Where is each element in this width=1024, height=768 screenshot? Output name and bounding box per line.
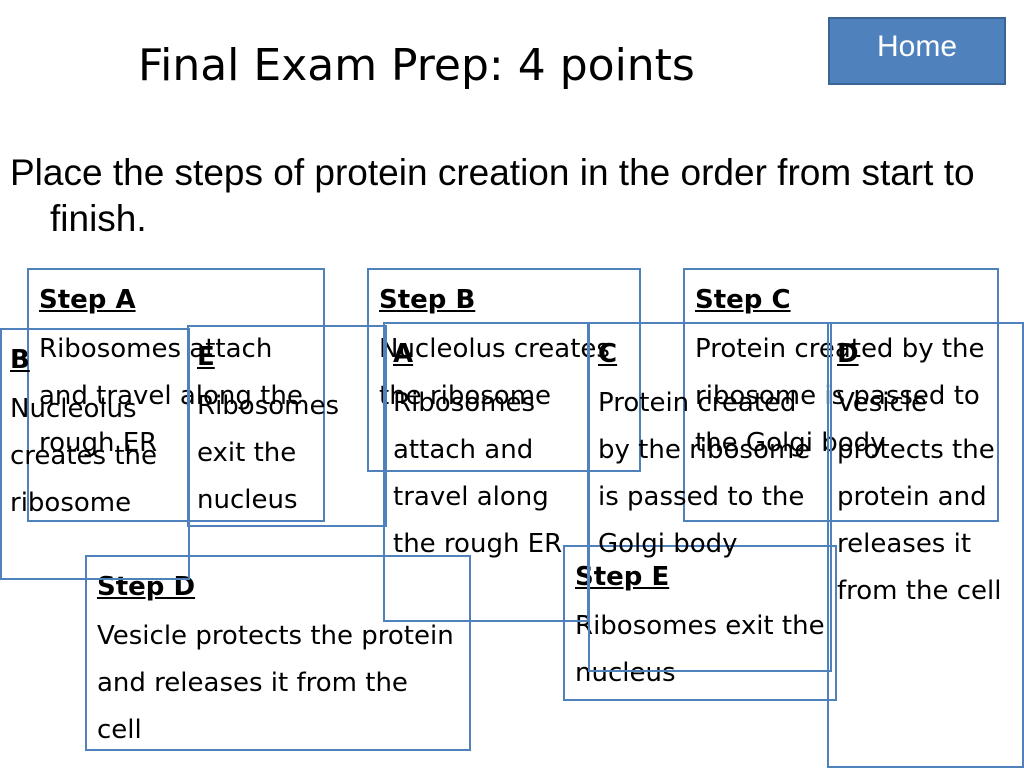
instruction-text: Place the steps of protein creation in t… [10,152,975,239]
step-a-text: Ribosomes attach and travel along the ro… [39,334,303,458]
tile-e-header: E [197,342,215,372]
step-card-d[interactable]: Step D Vesicle protects the protein and … [85,555,471,751]
answer-tile-a[interactable]: A Ribosomes attach and travel along the … [383,322,589,622]
tile-d-header: D [837,339,859,369]
step-b-header: Step B [379,285,476,315]
step-card-e[interactable]: Step E Ribosomes exit the nucleus [563,545,837,701]
step-card-a[interactable]: Step A Ribosomes attach and travel along… [27,268,325,522]
tile-c-text: Protein created by the ribosome is passe… [598,388,811,559]
tile-b-text: Nucleolus creates the ribosome [10,394,158,518]
step-card-b[interactable]: Step B Nucleolus creates the ribosome [367,268,641,472]
page-title: Final Exam Prep: 4 points [138,40,695,91]
step-card-c[interactable]: Step C Protein created by the ribosome i… [683,268,999,522]
answer-tile-c[interactable]: C Protein created by the ribosome is pas… [588,322,832,672]
answer-tile-b[interactable]: B Nucleolus creates the ribosome [0,328,190,580]
step-d-text: Vesicle protects the protein and release… [97,621,454,745]
answer-tile-d[interactable]: D Vesicle protects the protein and relea… [827,322,1024,768]
tile-c-header: C [598,339,618,369]
tile-d-text: Vesicle protects the protein and release… [837,388,1002,606]
tile-e-text: Ribosomes exit the nucleus [197,391,340,515]
step-d-header: Step D [97,572,196,602]
step-e-header: Step E [575,562,670,592]
tile-a-header: A [393,339,414,369]
step-c-header: Step C [695,285,791,315]
tile-b-header: B [10,345,30,375]
home-button[interactable]: Home [828,17,1006,85]
step-c-text: Protein created by the ribosome is passe… [695,334,985,458]
answer-tile-e[interactable]: E Ribosomes exit the nucleus [187,325,387,527]
tile-a-text: Ribosomes attach and travel along the ro… [393,388,563,559]
step-e-text: Ribosomes exit the nucleus [575,611,825,688]
step-a-header: Step A [39,285,136,315]
step-b-text: Nucleolus creates the ribosome [379,334,610,411]
